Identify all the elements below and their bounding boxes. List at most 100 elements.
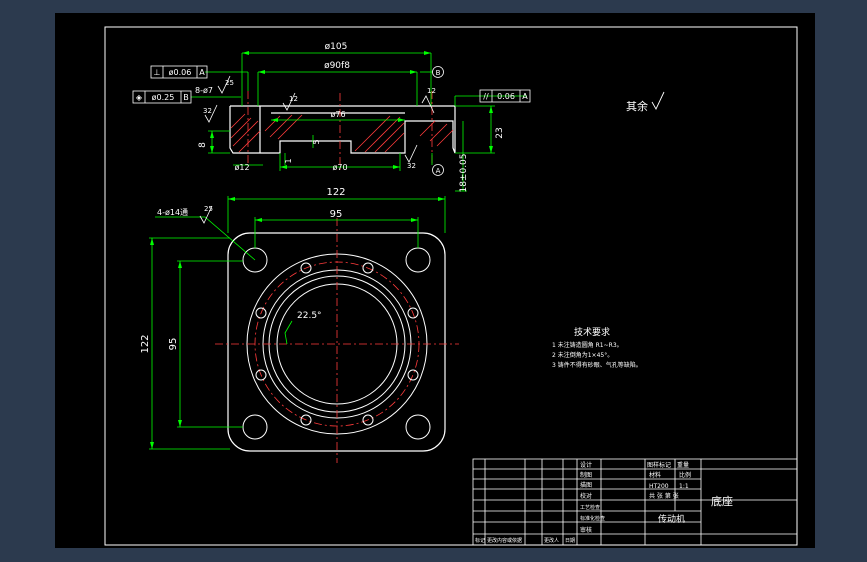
tech-title: 技术要求 <box>574 326 610 338</box>
fcf-value: ø0.06 <box>169 68 192 77</box>
bolt-hole <box>300 414 312 426</box>
fcf-symbol: ◈ <box>136 93 143 102</box>
dim-text-h5: 5 <box>312 139 321 144</box>
dim-text-h1: 1 <box>284 158 293 163</box>
arrowhead <box>210 131 214 138</box>
roughness-value: 32 <box>407 162 416 170</box>
roughness-symbol <box>404 144 418 163</box>
roughness-symbol <box>204 104 218 123</box>
tech-item: 1 未注铸造圆角 R1~R3。 <box>552 341 623 349</box>
roughness-value: 25 <box>204 205 213 213</box>
roughness-value: 12 <box>289 95 298 103</box>
roughness-symbol <box>217 75 231 94</box>
tech-item: 3 铸件不得有砂眼、气孔等缺陷。 <box>552 361 642 369</box>
dim-text-h23: 23 <box>495 127 505 138</box>
dim-text-d70: ø70 <box>332 163 347 172</box>
bolt-hole <box>407 307 419 319</box>
hatch-line <box>232 120 259 147</box>
bolt-hole <box>255 369 267 381</box>
fcf-datum: A <box>522 92 528 101</box>
role-label: 制图 <box>580 471 592 479</box>
hatch-line <box>364 116 401 153</box>
fcf-value: ø0.25 <box>152 93 175 102</box>
title-block: 设计 制图 描图 校对 工艺检查 标准化检查 审核 标记 更改内容或依据 更改人… <box>472 458 798 546</box>
plate-outline <box>227 232 446 452</box>
dim-text-d90: ø90f8 <box>324 61 350 71</box>
fcf-datum: A <box>199 68 205 77</box>
section-outline <box>229 105 456 154</box>
arrowhead <box>258 70 265 74</box>
role-label: 设计 <box>580 461 592 469</box>
hatch-line <box>429 123 448 142</box>
arrowhead <box>489 146 493 153</box>
dim-text-d12: ø12 <box>234 163 249 172</box>
arrowhead <box>178 420 182 427</box>
role-label: 描图 <box>580 481 592 489</box>
bolt-hole <box>362 414 374 426</box>
arrowhead <box>438 197 445 201</box>
hole-callout-8: 8-ø7 <box>195 86 213 95</box>
arrowhead <box>411 218 418 222</box>
hatch-line <box>230 113 246 129</box>
bolt-hole <box>407 369 419 381</box>
corner-hole <box>242 414 268 440</box>
arrowhead <box>228 197 235 201</box>
corner-hole <box>405 414 431 440</box>
roughness-symbol <box>282 92 296 111</box>
arrowhead <box>410 70 417 74</box>
weight-label: 重量 <box>677 461 689 469</box>
angle-text: 22.5° <box>297 311 322 321</box>
drawing-sheet: ø105 ø90f8 ø76 ø70 ø12 23 18±0.05 8 1 5 … <box>55 13 815 548</box>
arrowhead <box>393 165 400 169</box>
hatch-line <box>374 122 405 153</box>
roughness-value: 12 <box>427 87 436 95</box>
role-label: 校对 <box>580 492 592 500</box>
hatch-line <box>354 115 391 152</box>
role-label: 标准化检查 <box>580 515 605 522</box>
dim-text-d76: ø76 <box>330 110 345 119</box>
surface-finish-note: 其余 <box>626 91 665 113</box>
datum-a-marker: A <box>432 164 444 176</box>
technical-requirements: 技术要求 1 未注铸造圆角 R1~R3。 2 未注倒角为1×45°。 3 铸件不… <box>552 326 642 369</box>
rev-header: 更改内容或依据 <box>487 537 522 544</box>
hatch-line <box>230 117 252 139</box>
hatch-line <box>419 120 436 137</box>
arrowhead <box>210 146 214 153</box>
fcf-parallelism: // 0.06 A <box>479 89 531 103</box>
bolt-hole <box>300 262 312 274</box>
dim-text-122: 122 <box>326 187 345 198</box>
roughness-symbol <box>199 205 213 224</box>
arrowhead <box>150 442 154 449</box>
hatch-line <box>238 130 261 153</box>
bore-outer <box>268 275 406 413</box>
drawing-no-label: 图样标记 <box>647 461 671 469</box>
drawing-frame <box>104 26 798 546</box>
roughness-symbol <box>651 91 665 110</box>
hole-callout-4: 4-ø14通 <box>157 207 188 217</box>
arrowhead <box>424 51 431 55</box>
datum-b-marker: B <box>432 66 444 78</box>
roughness-value: 25 <box>225 79 234 87</box>
rev-header: 标记 <box>475 537 485 544</box>
datum-label: B <box>436 69 441 77</box>
material-value: HT200 <box>649 483 669 490</box>
fcf-perpendicularity: ⊥ ø0.06 A <box>150 65 208 79</box>
fcf-symbol: // <box>483 92 489 101</box>
roughness-value: 32 <box>203 107 212 115</box>
dim-text-95v: 95 <box>168 338 179 351</box>
arrowhead <box>178 261 182 268</box>
arrowhead <box>150 238 154 245</box>
hatch-line <box>277 114 303 140</box>
drawing-canvas: ø105 ø90f8 ø76 ø70 ø12 23 18±0.05 8 1 5 … <box>104 26 798 546</box>
fcf-value: 0.06 <box>497 92 515 101</box>
dim-text-d105: ø105 <box>325 42 348 52</box>
bolt-hole <box>362 262 374 274</box>
fcf-position: ◈ ø0.25 B <box>132 90 192 104</box>
dim-text-95: 95 <box>330 209 343 220</box>
tech-item: 2 未注倒角为1×45°。 <box>552 351 613 359</box>
dim-text-h18: 18±0.05 <box>459 153 469 192</box>
arrowhead <box>280 165 287 169</box>
hatch-line <box>269 114 293 138</box>
leader-hole <box>155 216 256 261</box>
